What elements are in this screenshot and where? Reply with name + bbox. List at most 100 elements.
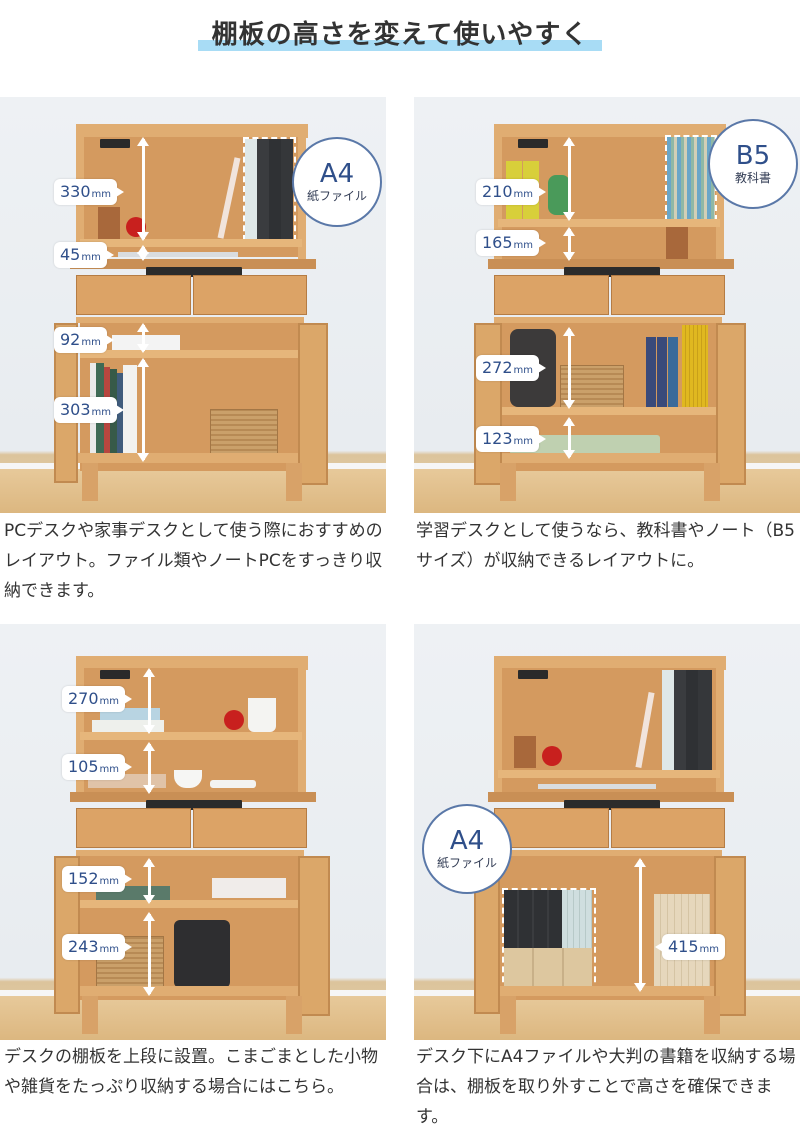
size-badge-a4: A4 紙ファイル xyxy=(292,137,382,227)
hutch-shelf xyxy=(498,770,720,778)
dishes xyxy=(210,780,256,788)
size-badge-a4: A4 紙ファイル xyxy=(422,804,512,894)
file-binder xyxy=(245,139,257,239)
bowls xyxy=(174,770,202,788)
height-arrow xyxy=(634,858,646,992)
lower-base xyxy=(494,986,722,996)
pen-cup xyxy=(98,207,120,239)
desk-pull-handle xyxy=(564,800,660,810)
textbooks xyxy=(667,137,715,219)
pen-cup xyxy=(514,736,536,768)
hutch-top xyxy=(494,124,726,138)
height-arrow xyxy=(143,858,155,904)
power-outlet xyxy=(518,670,548,679)
file-binders xyxy=(504,890,562,950)
file-binder xyxy=(698,670,712,770)
height-arrow xyxy=(143,742,155,794)
file-binder xyxy=(662,670,674,770)
pen-cup xyxy=(666,227,688,259)
file-binder xyxy=(257,139,269,239)
lower-top-rail xyxy=(76,850,304,856)
lower-shelf xyxy=(498,407,718,415)
desk-pull-handle xyxy=(564,267,660,277)
height-arrow xyxy=(563,327,575,409)
laptop xyxy=(538,784,656,789)
lower-base xyxy=(76,453,304,463)
drawer-right xyxy=(611,275,725,315)
leg xyxy=(704,463,720,501)
caption-no-shelf: デスク下にA4ファイルや大判の書籍を収納する場合は、棚板を取り外すことで高さを確… xyxy=(416,1047,796,1127)
caption-pc-desk: PCデスクや家事デスクとして使う際におすすめのレイアウト。ファイル類やノートPC… xyxy=(4,521,383,601)
cactus-ornament xyxy=(548,175,570,215)
hutch-shelf xyxy=(498,219,720,227)
file-binder xyxy=(686,670,698,770)
height-arrow xyxy=(137,358,149,462)
book xyxy=(646,337,656,407)
upper-shelf xyxy=(80,732,302,740)
lower-shelf xyxy=(80,350,300,358)
page-title: 棚板の高さを変えて使いやすく xyxy=(211,20,589,50)
size-badge-b5: B5 教科書 xyxy=(708,119,798,209)
apple-ornament xyxy=(542,746,562,766)
power-outlet xyxy=(518,139,548,148)
caption-study-desk: 学習デスクとして使うなら、教科書やノート（B5サイズ）が収納できるレイアウトに。 xyxy=(416,521,795,571)
power-outlet xyxy=(100,670,130,679)
hutch-top xyxy=(494,656,726,670)
leg xyxy=(286,996,302,1034)
file-binder xyxy=(674,670,686,770)
book xyxy=(123,365,137,453)
hutch-top xyxy=(76,656,308,670)
laptop xyxy=(118,252,238,257)
leg xyxy=(704,996,720,1034)
hutch-shelf xyxy=(80,239,302,247)
lower-base xyxy=(494,453,722,463)
caption-upper-shelf: デスクの棚板を上段に設置。こまごまとした小物や雑貨をたっぷり収納する場合にはこち… xyxy=(4,1047,378,1097)
desk-pull-handle xyxy=(146,800,242,810)
drawer-left xyxy=(76,808,191,848)
lower-top-rail xyxy=(76,317,304,323)
desk-top xyxy=(488,792,734,802)
magazines xyxy=(682,325,708,407)
hutch-side-right xyxy=(716,137,724,267)
cabinet-door-right xyxy=(716,323,746,485)
cabinet-door-left xyxy=(474,323,502,485)
file-boxes xyxy=(504,948,592,988)
paper-box xyxy=(112,335,180,351)
book xyxy=(657,337,667,407)
bag xyxy=(174,920,230,988)
leg xyxy=(82,463,98,501)
lower-base xyxy=(76,986,304,996)
drawer-left xyxy=(494,808,609,848)
cabinet-door-right xyxy=(298,323,328,485)
leg xyxy=(286,463,302,501)
leg xyxy=(500,996,516,1034)
height-arrow xyxy=(137,245,149,261)
lower-shelf xyxy=(80,900,300,908)
apple-ornament xyxy=(224,710,244,730)
paper-box xyxy=(212,878,286,898)
drawer-right xyxy=(611,808,725,848)
drawer-left xyxy=(76,275,191,315)
a4-file-highlight xyxy=(502,888,596,992)
height-arrow xyxy=(563,137,575,221)
hutch-side-right xyxy=(716,668,724,798)
desk-top xyxy=(70,792,316,802)
height-arrow xyxy=(143,668,155,734)
drawer-right xyxy=(193,275,307,315)
title-underline xyxy=(198,40,602,51)
lower-top-rail xyxy=(494,317,722,323)
